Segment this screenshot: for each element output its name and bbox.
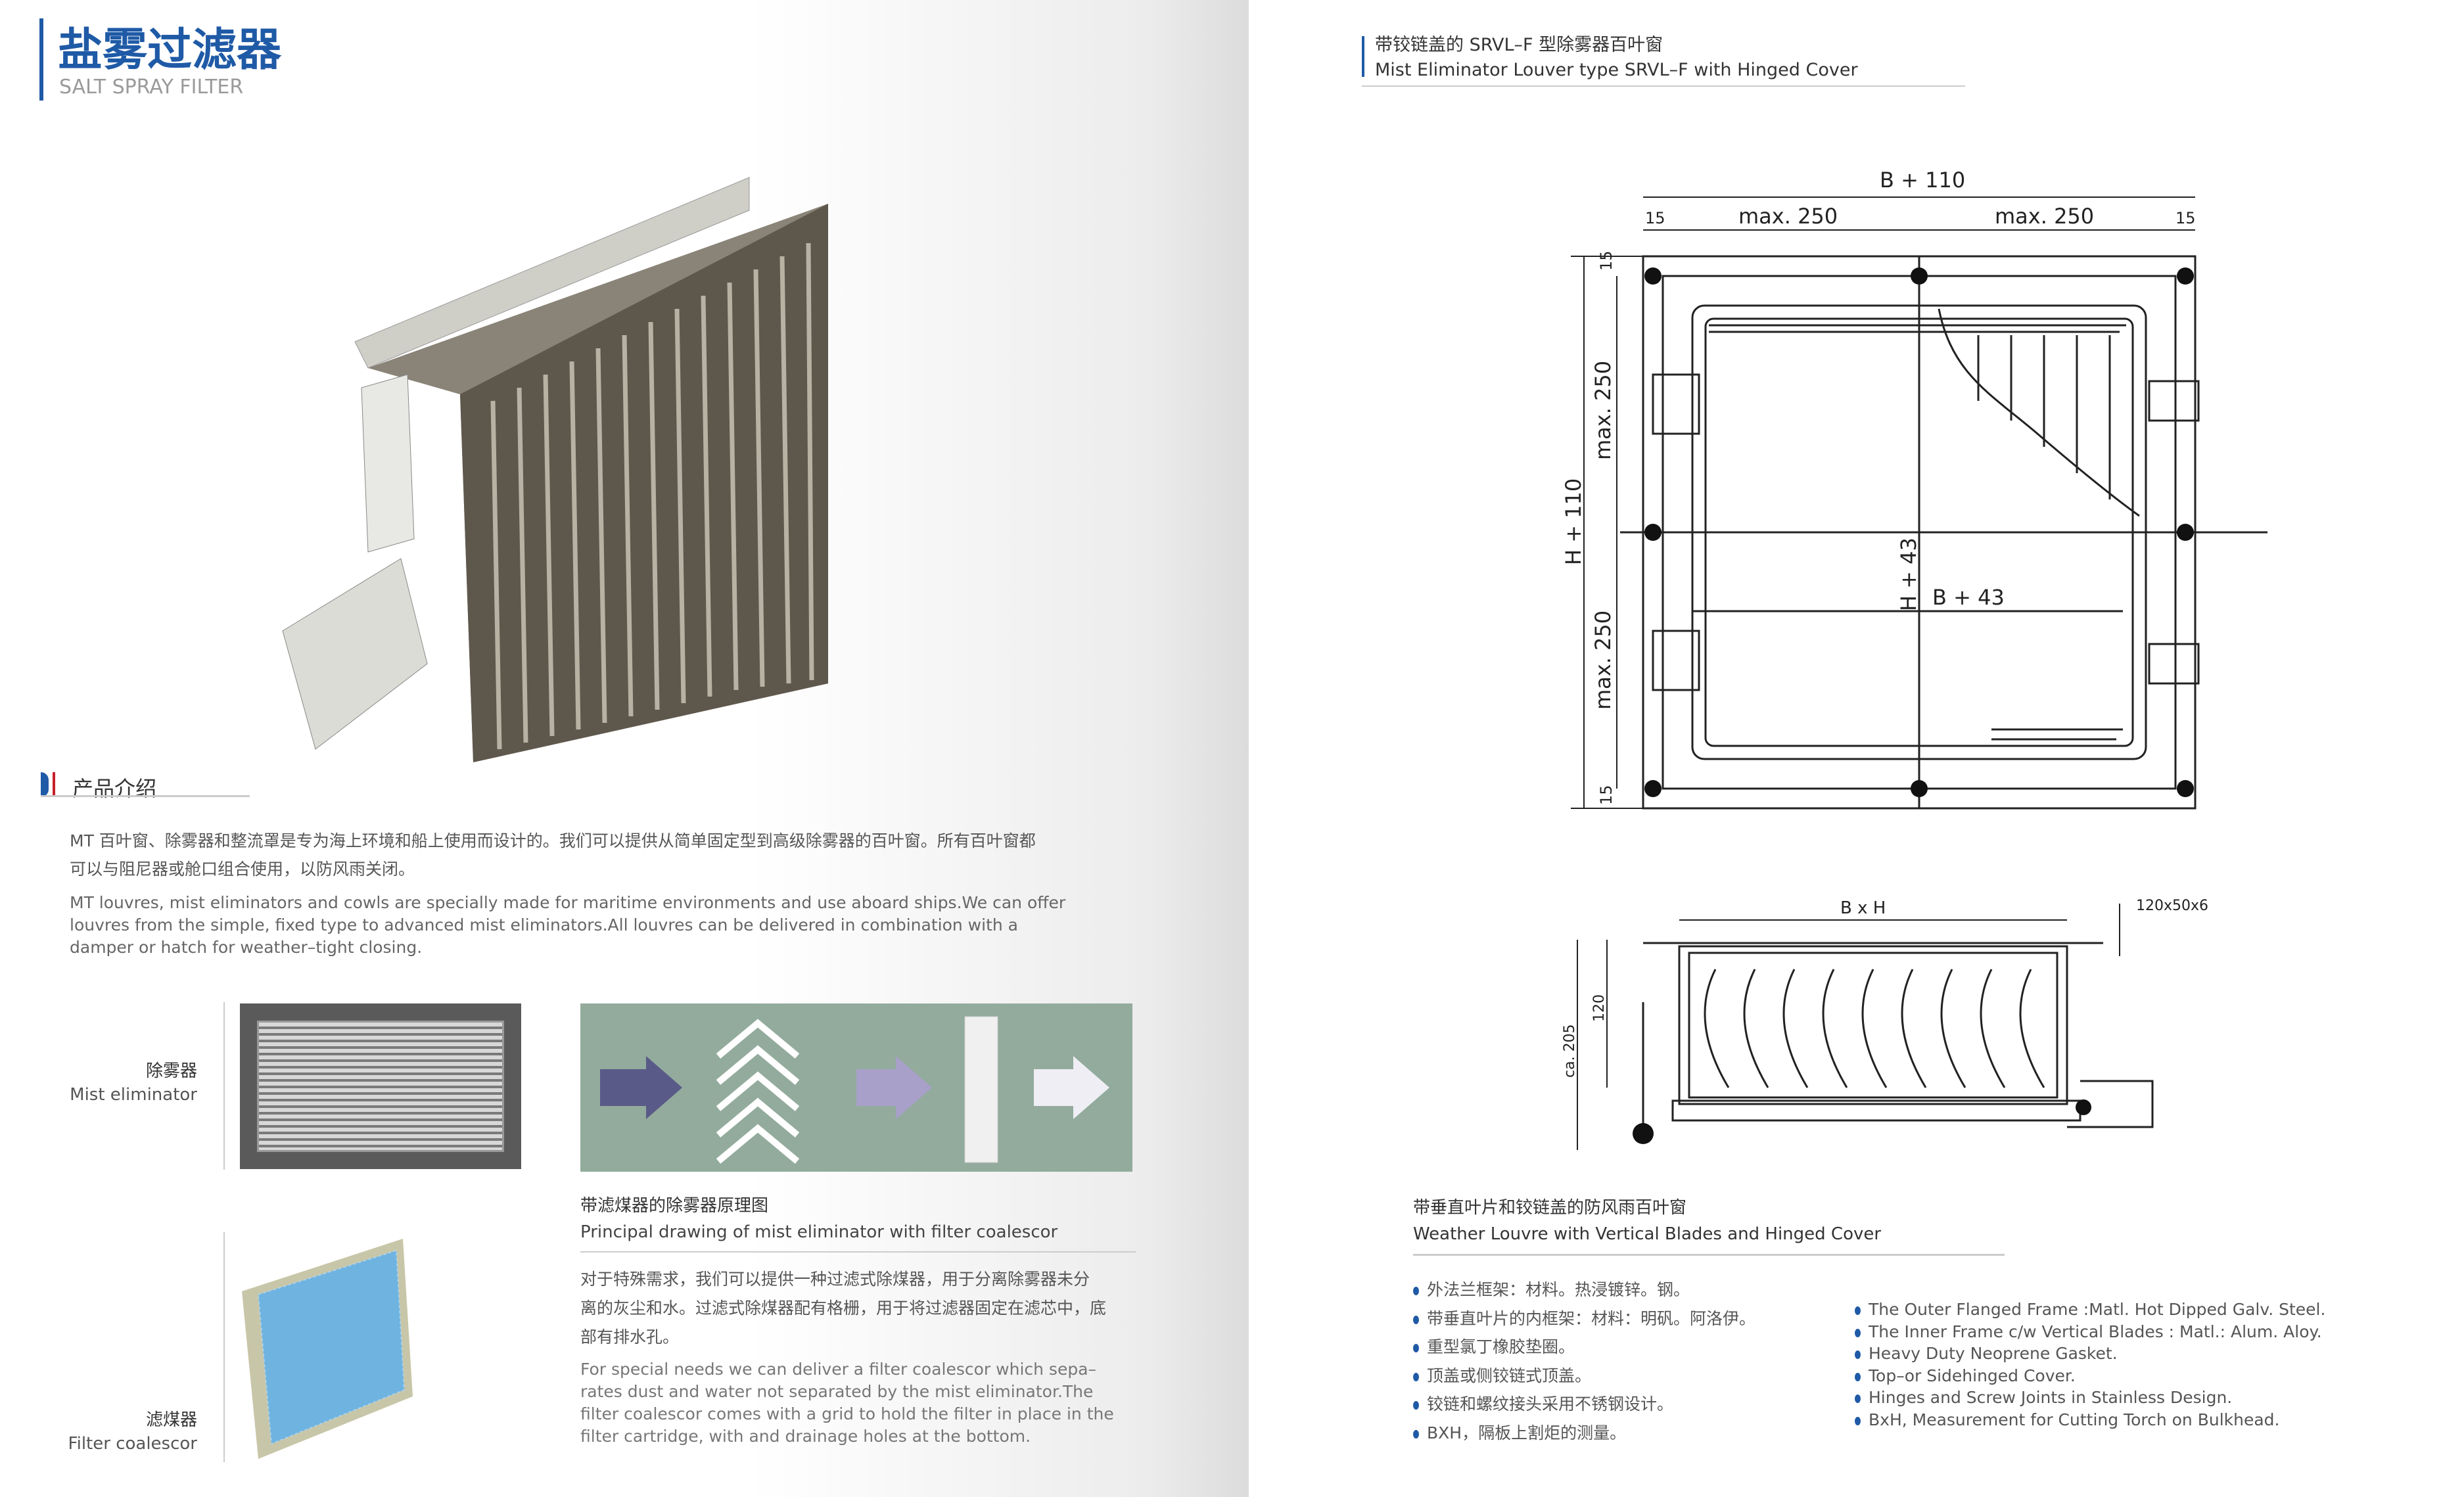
intro-cn-line: 可以与阻尼器或舱口组合使用，以防风雨关闭。 — [70, 860, 415, 879]
dim-label: H + 110 — [1561, 478, 1586, 565]
mist-eliminator-photo — [240, 1003, 521, 1169]
arrow-icon — [600, 1056, 682, 1119]
feature-bullet-en: The Inner Frame c/w Vertical Blades : Ma… — [1855, 1322, 2322, 1341]
caption-divider — [580, 1251, 1136, 1253]
text-line: For special needs we can deliver a filte… — [580, 1360, 1097, 1379]
feature-bullet-cn: 重型氯丁橡胶垫圈。 — [1413, 1334, 1575, 1358]
feature-bullet-cn: BXH，隔板上割炬的测量。 — [1413, 1420, 1626, 1444]
feature-bullet-cn: 带垂直叶片的内框架：材料：明矾。阿洛伊。 — [1413, 1306, 1755, 1329]
feature-bullet-en: The Outer Flanged Frame :Matl. Hot Dippe… — [1855, 1300, 2325, 1319]
caption-en: Principal drawing of mist eliminator wit… — [580, 1222, 1058, 1242]
dim-label: 120x50x6 — [2136, 898, 2208, 914]
caption-cn: 带滤煤器的除雾器原理图 — [580, 1196, 769, 1216]
feature-bullet-en: Hinges and Screw Joints in Stainless Des… — [1855, 1388, 2232, 1407]
dim-label: B + 110 — [1880, 168, 1965, 193]
divider-vertical — [223, 1002, 225, 1170]
dim-label: ca. 205 — [1562, 1024, 1578, 1078]
feature-bullet-en: BxH, Measurement for Cutting Torch on Bu… — [1855, 1410, 2280, 1429]
dim-label: 120 — [1591, 994, 1608, 1022]
dim-label: B x H — [1840, 898, 1886, 918]
caption-divider — [1413, 1254, 2005, 1256]
dim-label: max. 250 — [1591, 361, 1616, 460]
title-cn: 带铰链盖的 SRVL–F 型除雾器百叶窗 — [1375, 35, 1663, 55]
title-en: Mist Eliminator Louver type SRVL–F with … — [1375, 60, 1858, 80]
text-line: 部有排水孔。 — [580, 1327, 680, 1347]
principle-cn: 对于特殊需求，我们可以提供一种过滤式除煤器，用于分离除雾器未分 离的灰尘和水。过… — [580, 1265, 1106, 1352]
filter-coalescor-photo — [242, 1239, 413, 1459]
title-divider — [1362, 85, 1965, 87]
intro-en-line: MT louvres, mist eliminators and cowls a… — [70, 893, 1066, 912]
dim-label: H + 43 — [1896, 538, 1921, 611]
feature-bullet-cn: 外法兰框架：材料。热浸镀锌。钢。 — [1413, 1277, 1690, 1301]
text-line: 对于特殊需求，我们可以提供一种过滤式除煤器，用于分离除雾器未分 — [580, 1270, 1090, 1289]
caption-en: Weather Louvre with Vertical Blades and … — [1413, 1224, 1882, 1244]
title-bar — [39, 18, 43, 101]
intro-cn: MT 百叶窗、除雾器和整流罩是专为海上环境和船上使用而设计的。我们可以提供从简单… — [70, 827, 1036, 883]
page-title: 盐雾过滤器 — [58, 24, 282, 76]
salt-spray-filter-photo — [282, 177, 828, 762]
divider-vertical — [223, 1232, 225, 1462]
label-cn: 滤煤器 — [145, 1410, 197, 1430]
arrow-icon — [856, 1056, 932, 1119]
filter-coalescor-label: 滤煤器 Filter coalescor — [26, 1408, 197, 1456]
intro-divider — [41, 795, 250, 797]
section-marker-icon — [41, 772, 49, 797]
feature-bullet-cn: 铰链和螺纹接头采用不锈钢设计。 — [1413, 1391, 1673, 1415]
text-line: filter coalescor comes with a grid to ho… — [580, 1404, 1114, 1423]
mist-eliminator-label: 除雾器 Mist eliminator — [26, 1059, 197, 1107]
feature-bullet-en: Heavy Duty Neoprene Gasket. — [1855, 1344, 2118, 1363]
dim-label: 15 — [1645, 209, 1665, 227]
dim-label: 15 — [1597, 785, 1616, 805]
label-cn: 除雾器 — [145, 1061, 197, 1081]
text-line: 离的灰尘和水。过滤式除煤器配有格栅，用于将过滤器固定在滤芯中，底 — [580, 1299, 1107, 1318]
text-line: rates dust and water not separated by th… — [580, 1382, 1094, 1401]
feature-bullet-cn: 顶盖或侧铰链式顶盖。 — [1413, 1363, 1591, 1387]
arrow-icon — [1034, 1056, 1109, 1119]
dim-label: 15 — [1597, 250, 1616, 271]
dim-label: max. 250 — [1995, 204, 2094, 229]
feature-bullet-en: Top–or Sidehinged Cover. — [1855, 1366, 2076, 1385]
intro-en-line: damper or hatch for weather–tight closin… — [70, 938, 423, 957]
dim-label: max. 250 — [1738, 204, 1838, 229]
right-page — [1249, 0, 2464, 1497]
label-en: Mist eliminator — [70, 1085, 197, 1105]
intro-en-line: louvres from the simple, fixed type to a… — [70, 915, 1018, 934]
dim-label: 15 — [2175, 209, 2196, 227]
louver-front-drawing: B + 110 max. 250 max. 250 15 15 B + 43 H… — [1561, 168, 2267, 810]
left-page: 盐雾过滤器 SALT SPRAY FILTER 产品介绍 MT 百叶窗、除雾器和… — [0, 0, 1249, 1497]
page-subtitle: SALT SPRAY FILTER — [59, 76, 244, 99]
principle-en: For special needs we can deliver a filte… — [580, 1358, 1114, 1448]
title-bar — [1362, 36, 1364, 77]
label-en: Filter coalescor — [68, 1434, 197, 1454]
intro-en: MT louvres, mist eliminators and cowls a… — [70, 892, 1065, 959]
dim-label: B + 43 — [1932, 585, 2005, 610]
louver-section-drawing: B x H 120x50x6 ca. 205 120 — [1562, 898, 2208, 1150]
text-line: filter cartridge, with and drainage hole… — [580, 1427, 1031, 1446]
dim-label: max. 250 — [1591, 610, 1616, 710]
weather-louvre-caption: 带垂直叶片和铰链盖的防风雨百叶窗 Weather Louvre with Ver… — [1413, 1195, 1881, 1247]
intro-cn-line: MT 百叶窗、除雾器和整流罩是专为海上环境和船上使用而设计的。我们可以提供从简单… — [70, 831, 1036, 850]
drawing-title: 带铰链盖的 SRVL–F 型除雾器百叶窗 Mist Eliminator Lou… — [1375, 33, 1858, 83]
caption-cn: 带垂直叶片和铰链盖的防风雨百叶窗 — [1413, 1198, 1687, 1218]
section-marker-accent — [53, 772, 55, 797]
principle-caption: 带滤煤器的除雾器原理图 Principal drawing of mist el… — [580, 1193, 1058, 1245]
principle-diagram — [580, 1003, 1132, 1172]
intro-heading: 产品介绍 — [72, 776, 157, 801]
